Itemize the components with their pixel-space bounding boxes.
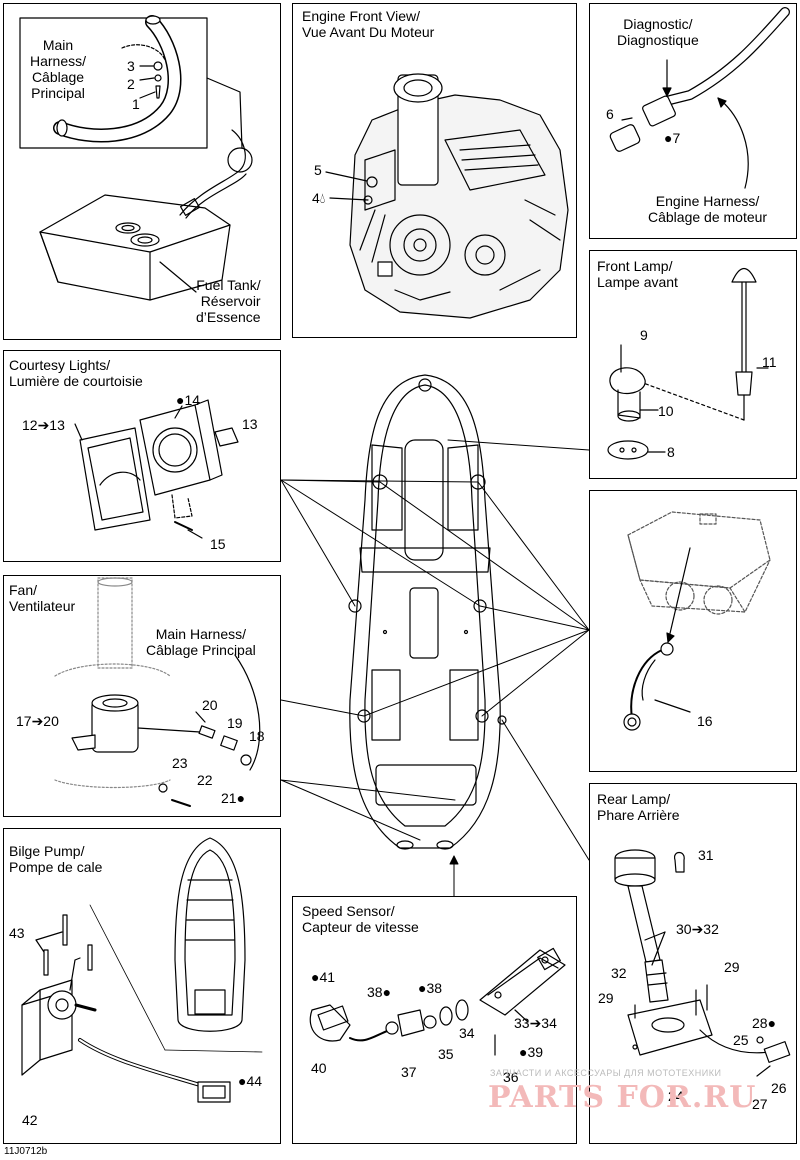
panel-courtesy-lights	[3, 350, 281, 562]
sealant-drop-icon: ●	[236, 790, 246, 806]
part-label-1: 1	[132, 96, 140, 112]
part-label-27: 27	[752, 1096, 768, 1112]
part-label-32: 32	[611, 965, 627, 981]
part-label-41-text: 41	[319, 969, 336, 985]
bilge-pump-drawing	[21, 837, 263, 1103]
part-label-11: 11	[762, 354, 777, 370]
part-label-12-13: 12➔13	[22, 417, 65, 433]
part-label-25: 25	[733, 1032, 749, 1048]
speed-sensor-drawing	[309, 947, 566, 1056]
part-label-28: 28●	[752, 1015, 776, 1031]
part-label-3: 3	[127, 58, 135, 74]
fan-drawing	[54, 577, 261, 807]
main-harness-top-title: Main Harness/ Câblage Principal	[30, 37, 87, 101]
rear-lamp-drawing	[614, 849, 791, 1077]
front-lamp-drawing	[607, 267, 769, 460]
rear-lamp-title: Rear Lamp/ Phare Arrière	[597, 791, 680, 823]
part-label-38a-text: 38	[367, 984, 383, 1000]
sealant-drop-icon: ●	[176, 392, 185, 408]
part-label-37: 37	[401, 1064, 417, 1080]
part-label-39-text: 39	[527, 1044, 544, 1060]
part-label-35: 35	[438, 1046, 454, 1062]
part-label-13: 13	[242, 416, 258, 432]
part-label-38a: 38●	[367, 984, 391, 1000]
part-label-14-text: 14	[184, 392, 201, 408]
panel-rear-lamp	[589, 783, 797, 1144]
part-label-7-text: 7	[672, 130, 681, 146]
part-label-14: ●14	[176, 392, 200, 408]
part-label-28-text: 28	[752, 1015, 768, 1031]
part-label-19: 19	[227, 715, 243, 731]
courtesy-housing-16-drawing	[627, 511, 771, 615]
part-label-20: 20	[202, 697, 218, 713]
part-label-22: 22	[197, 772, 213, 788]
engine-harness-title: Engine Harness/ Câblage de moteur	[648, 193, 768, 225]
sealant-drop-icon: ●	[519, 1044, 528, 1060]
sealant-drop-icon: ●	[767, 1015, 777, 1031]
watermark-logo: PARTS FOR.RU	[488, 1080, 757, 1115]
part-label-43: 43	[9, 925, 25, 941]
part-label-34: 34	[459, 1025, 475, 1041]
sealant-drop-icon: ●	[664, 130, 673, 146]
sealant-drop-icon: 💧︎	[319, 190, 326, 206]
courtesy-lights-drawing	[74, 399, 239, 539]
fuel-tank-title: Fuel Tank/ Réservoir d’Essence	[196, 277, 261, 325]
part-label-9: 9	[640, 327, 648, 343]
sealant-drop-icon: ●	[418, 980, 427, 996]
part-label-40: 40	[311, 1060, 327, 1076]
part-label-29b: 29	[598, 990, 614, 1006]
fan-main-harness-title: Main Harness/ Câblage Principal	[146, 626, 256, 658]
figure-reference: 11J0712b	[4, 1146, 48, 1157]
part-label-23: 23	[172, 755, 188, 771]
sealant-drop-icon: ●	[311, 969, 320, 985]
part-label-26: 26	[771, 1080, 787, 1096]
panel-fan	[3, 575, 281, 817]
main-harness-drawing	[19, 15, 253, 301]
part-label-21-text: 21	[221, 790, 237, 806]
part-label-39: ●39	[519, 1044, 543, 1060]
part-label-5: 5	[314, 162, 322, 178]
courtesy-lights-title: Courtesy Lights/ Lumière de courtoisie	[9, 357, 143, 389]
part-label-21: 21●	[221, 790, 245, 806]
part-label-44: ●44	[238, 1073, 262, 1089]
part-label-2: 2	[127, 76, 135, 92]
part-label-16: 16	[697, 713, 713, 729]
diagnostic-drawing	[609, 7, 790, 189]
part-label-41: ●41	[311, 969, 335, 985]
part-label-29a: 29	[724, 959, 740, 975]
part-label-38b: ●38	[418, 980, 442, 996]
diagnostic-title: Diagnostic/ Diagnostique	[617, 16, 699, 48]
part-label-24: 24	[668, 1088, 684, 1104]
speed-sensor-title: Speed Sensor/ Capteur de vitesse	[302, 903, 419, 935]
part-label-7: ●7	[664, 130, 680, 146]
part-label-18: 18	[249, 728, 265, 744]
engine-drawing	[325, 73, 569, 319]
part-label-38b-text: 38	[426, 980, 443, 996]
leader-lines	[280, 439, 590, 897]
part-label-44-text: 44	[246, 1073, 263, 1089]
sealant-drop-icon: ●	[238, 1073, 247, 1089]
part-label-4-text: 4	[312, 190, 320, 206]
part-label-4: 4💧︎	[312, 190, 325, 206]
bilge-pump-title: Bilge Pump/ Pompe de cale	[9, 843, 103, 875]
sealant-drop-icon: ●	[382, 984, 392, 1000]
hull-drawing	[348, 374, 507, 850]
part-label-33-34: 33➔34	[514, 1015, 557, 1031]
fan-title: Fan/ Ventilateur	[9, 582, 76, 614]
part-label-8: 8	[667, 444, 675, 460]
part-label-10: 10	[658, 403, 674, 419]
part-label-17-20: 17➔20	[16, 713, 59, 729]
part-label-6: 6	[606, 106, 614, 122]
part-label-15: 15	[210, 536, 226, 552]
watermark-text: ЗАПЧАСТИ И АКСЕССУАРЫ ДЛЯ МОТОТЕХНИКИ	[490, 1068, 722, 1078]
part-label-31: 31	[698, 847, 714, 863]
part-label-30-32: 30➔32	[676, 921, 719, 937]
engine-front-view-title: Engine Front View/ Vue Avant Du Moteur	[302, 8, 435, 40]
front-lamp-title: Front Lamp/ Lampe avant	[597, 258, 678, 290]
part-label-42: 42	[22, 1112, 38, 1128]
part-label-36: 36	[503, 1069, 519, 1085]
